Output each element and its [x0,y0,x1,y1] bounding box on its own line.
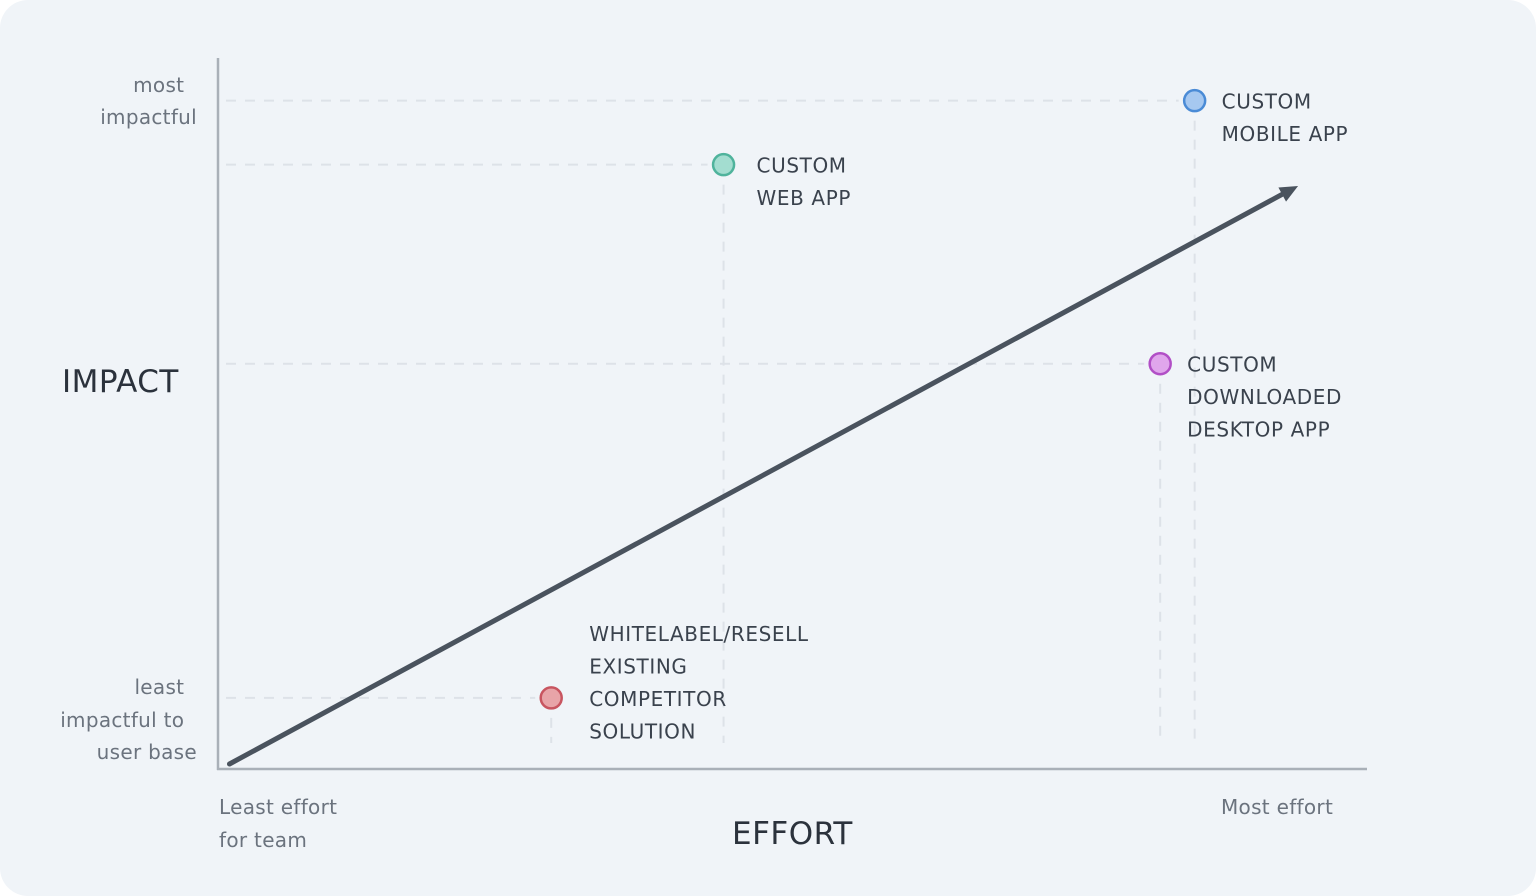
point-label-whitelabel-line-4: SOLUTION [589,719,696,743]
point-label-web-app-line-1: CUSTOM [757,154,847,178]
data-points: WHITELABEL/RESELL EXISTING COMPETITOR SOLUT… [539,88,1349,744]
point-mobile-app[interactable] [1182,88,1207,113]
point-whitelabel[interactable] [539,686,563,710]
point-label-mobile-app-line-2: MOBILE APP [1222,122,1349,146]
point-label-desktop-app-line-2: DOWNLOADED [1187,385,1342,409]
point-label-desktop-app-line-3: DESKTOP APP [1187,418,1330,442]
axes [216,58,1367,771]
point-label-web-app: CUSTOM WEB APP [757,154,852,211]
x-tick-high: Most effort [1221,795,1333,819]
point-desktop-app[interactable] [1148,351,1172,376]
x-tick-low-line-2: for team [219,828,307,852]
x-axis-title: EFFORT [732,816,853,852]
point-label-mobile-app-line-1: CUSTOM [1222,90,1312,114]
y-tick-high-line-2: impactful [100,105,197,129]
x-tick-high-line-1: Most effort [1221,795,1333,819]
y-tick-low-line-2: impactful to [60,708,184,732]
point-web-app[interactable] [711,152,736,177]
x-tick-low-line-1: Least effort [219,795,337,819]
y-axis-title: IMPACT [62,364,179,400]
point-label-desktop-app: CUSTOM DOWNLOADED DESKTOP APP [1187,353,1342,442]
y-tick-low-line-3: user base [97,740,197,764]
axis-labels: IMPACT EFFORT most impactful least impac… [60,73,1333,852]
point-label-whitelabel-line-3: COMPETITOR [589,687,727,711]
y-tick-high: most impactful [100,73,197,129]
trend-arrow [226,185,1299,767]
point-label-web-app-line-2: WEB APP [757,186,852,210]
y-tick-low-line-1: least [134,675,184,699]
guide-lines [226,99,1196,743]
point-label-whitelabel-line-1: WHITELABEL/RESELL [589,622,809,646]
y-tick-high-line-1: most [133,73,184,97]
point-label-whitelabel-line-2: EXISTING [589,654,687,678]
trend-arrow-head [1278,185,1299,202]
y-tick-low: least impactful to user base [60,675,197,764]
point-label-mobile-app: CUSTOM MOBILE APP [1222,90,1349,147]
trend-arrow-line [226,186,1295,767]
point-label-whitelabel: WHITELABEL/RESELL EXISTING COMPETITOR SOLUT… [589,622,809,744]
point-label-desktop-app-line-1: CUSTOM [1187,353,1277,377]
x-tick-low: Least effort for team [219,795,344,852]
